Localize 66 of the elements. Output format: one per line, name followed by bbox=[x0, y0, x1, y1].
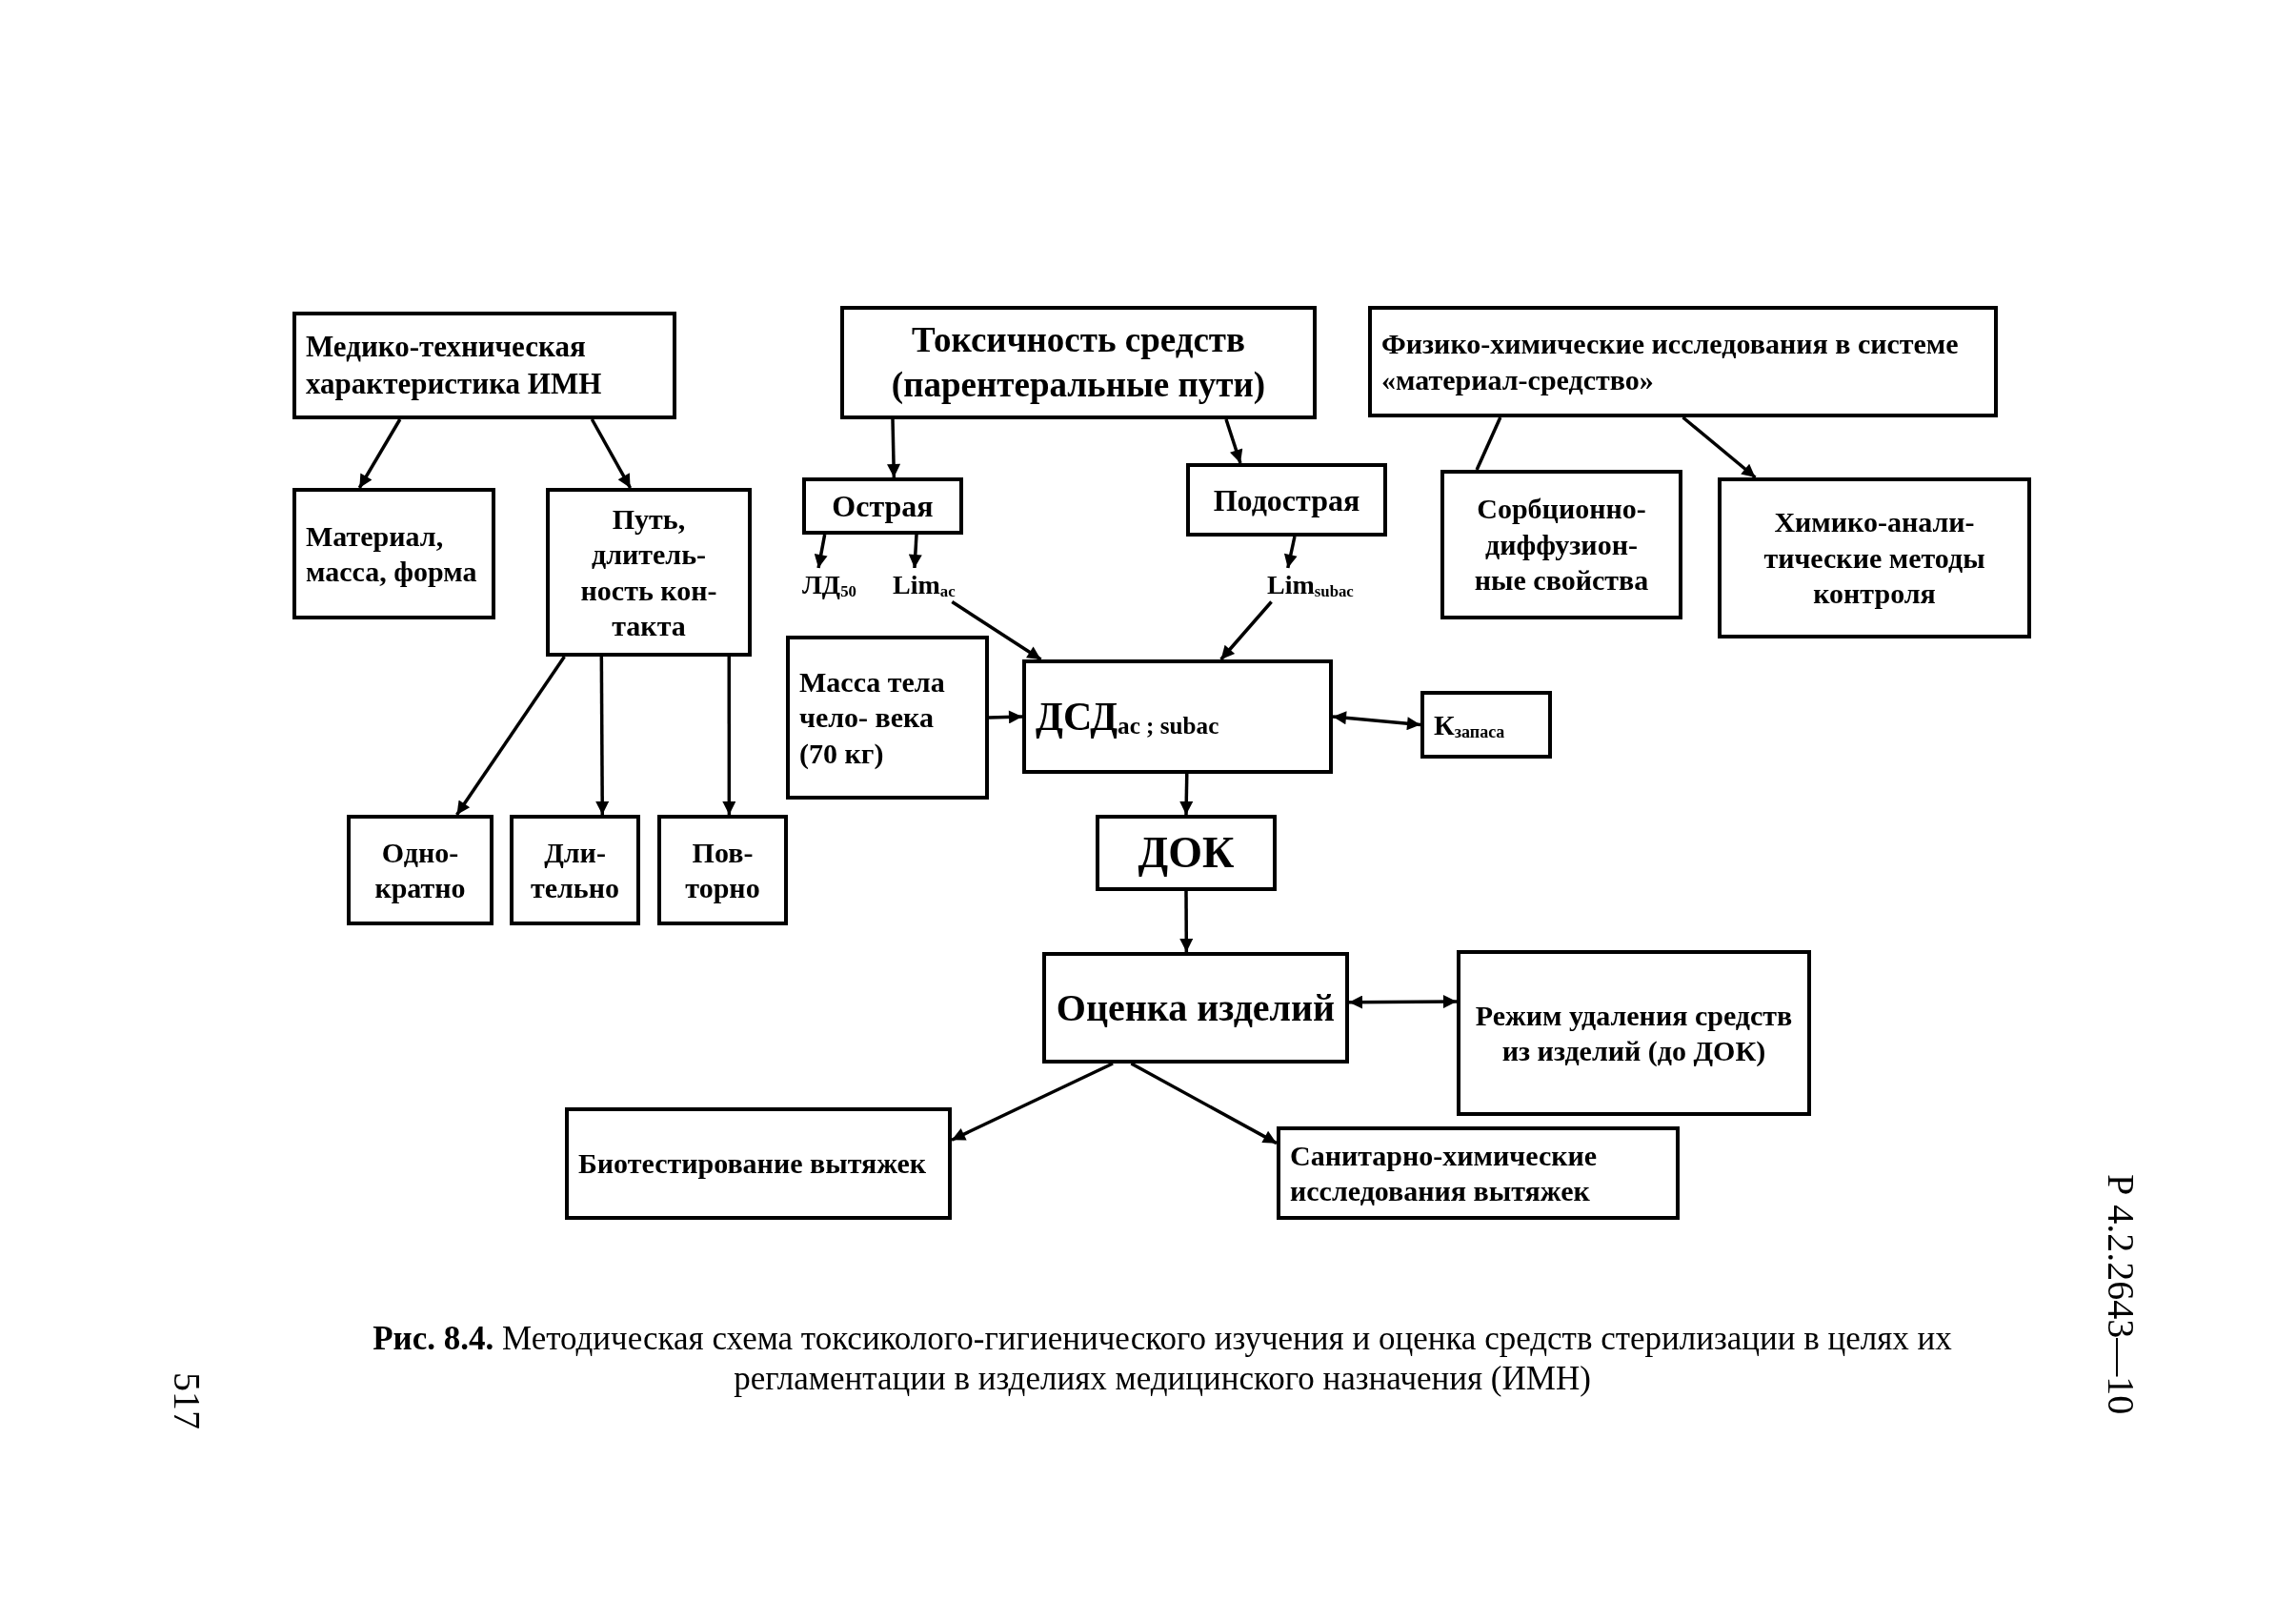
process-box bbox=[1186, 463, 1387, 537]
arrow bbox=[1179, 773, 1194, 816]
term-label: Lim$_{subac}$ bbox=[1267, 569, 1354, 602]
arrow bbox=[1224, 418, 1243, 464]
term-label: ЛД$_{50}$ bbox=[802, 569, 856, 602]
process-box bbox=[1457, 950, 1811, 1116]
box-label: Подострая bbox=[1213, 481, 1360, 519]
box-label: ДОК bbox=[1138, 827, 1235, 880]
box-label: Оценка изделий bbox=[1056, 984, 1336, 1031]
box-label: Пов- торно bbox=[684, 835, 761, 905]
process-box bbox=[1718, 477, 2031, 638]
arrow bbox=[1682, 415, 1757, 479]
figure-caption: Рис. 8.4. Методическая схема токсиколого-гигиенического изучения и оценка средств стерилизации в целях их регламентации в изделиях медицинского назначения (ИМН) bbox=[372, 1319, 1953, 1399]
process-box bbox=[565, 1107, 952, 1220]
box-label: Острая bbox=[832, 488, 934, 525]
arrow bbox=[988, 710, 1023, 724]
box-label: Биотестирование вытяжек bbox=[578, 1146, 927, 1182]
box-label: Физико-химические исследования в системе «материал-средство» bbox=[1381, 327, 1960, 397]
process-box bbox=[1420, 691, 1552, 759]
arrow bbox=[722, 657, 736, 815]
box-label: Дли- тельно bbox=[529, 835, 620, 905]
arrow bbox=[951, 1062, 1114, 1142]
process-box bbox=[510, 815, 640, 925]
process-box bbox=[840, 306, 1317, 419]
arrow bbox=[357, 418, 402, 489]
arrow bbox=[1283, 536, 1298, 569]
arrow bbox=[595, 657, 610, 815]
box-label: Масса тела чело- века (70 кг) bbox=[799, 664, 946, 771]
process-box bbox=[1368, 306, 1998, 417]
process-box bbox=[1277, 1126, 1680, 1220]
arrow bbox=[590, 418, 633, 489]
process-box bbox=[1022, 659, 1333, 774]
arrow bbox=[887, 418, 900, 478]
process-box bbox=[1440, 470, 1682, 619]
process-box bbox=[292, 488, 495, 619]
arrow bbox=[814, 534, 828, 569]
process-box bbox=[347, 815, 493, 925]
process-box bbox=[802, 477, 963, 535]
process-box bbox=[1042, 952, 1349, 1064]
box-label: Токсичность средств (парентеральные пути) bbox=[890, 319, 1267, 406]
process-box bbox=[657, 815, 788, 925]
box-label: Медико-техническая характеристика ИМН bbox=[306, 328, 603, 402]
arrow bbox=[908, 534, 922, 569]
arrow bbox=[951, 600, 1042, 661]
document-code: Р 4.2.2643—10 bbox=[2099, 1174, 2144, 1415]
arrow bbox=[1332, 711, 1421, 731]
term-label: Lim$_{ac}$ bbox=[893, 569, 956, 602]
box-label: Одно- кратно bbox=[373, 835, 467, 905]
box-label: К$_{запаса}$ bbox=[1434, 707, 1505, 743]
box-label: Материал, масса, форма bbox=[306, 518, 478, 589]
arrow bbox=[1349, 995, 1457, 1009]
arrow bbox=[1219, 600, 1273, 661]
arrow bbox=[455, 656, 566, 816]
box-label: Сорбционно- диффузион- ные свойства bbox=[1473, 492, 1650, 598]
process-box bbox=[292, 312, 676, 419]
box-label: Химико-анали- тические методы контроля bbox=[1762, 505, 1986, 612]
process-box bbox=[546, 488, 752, 657]
process-box bbox=[1096, 815, 1277, 891]
box-label: Путь, длитель- ность кон- такта bbox=[579, 501, 718, 643]
page-number: 517 bbox=[165, 1372, 210, 1429]
box-label: ДСД$_{ac ; subac}$ bbox=[1036, 693, 1219, 740]
arrow bbox=[1179, 891, 1194, 952]
arrow bbox=[1130, 1062, 1278, 1145]
process-box bbox=[786, 636, 989, 800]
box-label: Режим удаления средств из изделий (до ДОК) bbox=[1474, 998, 1794, 1068]
box-label: Санитарно-химические исследования вытяжек bbox=[1290, 1138, 1599, 1208]
